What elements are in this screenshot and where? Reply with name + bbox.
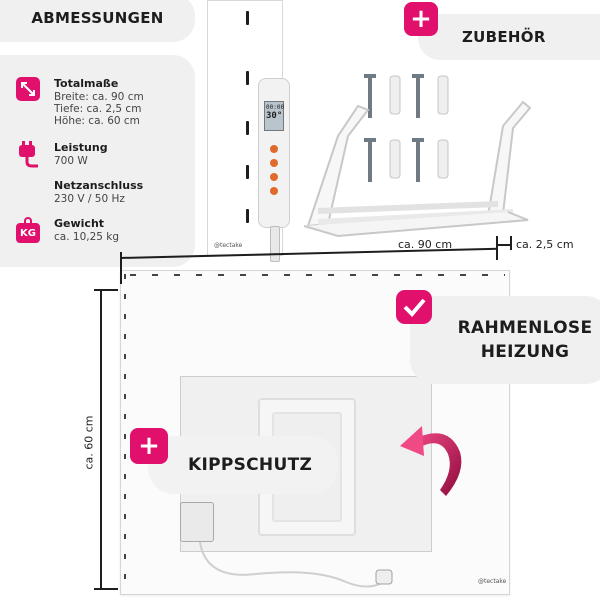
width-dim-tick [496, 236, 498, 260]
brand-label-top: @tectake [214, 242, 243, 249]
spec-depth: Tiefe: ca. 2,5 cm [54, 103, 142, 115]
controller-button [270, 173, 278, 181]
controller-display-temp: 30° [266, 111, 283, 121]
controller-display-time: 00:00 [266, 104, 285, 111]
plus-icon: + [404, 2, 438, 36]
spec-dimensions: Totalmaße Breite: ca. 90 cm Tiefe: ca. 2… [16, 77, 144, 127]
cable [270, 226, 280, 262]
panel-edge-dashes [124, 274, 126, 592]
power-plug-icon [19, 141, 38, 168]
tilt-protection-stand [303, 100, 532, 238]
tilt-protection-pill: KIPPSCHUTZ [148, 436, 338, 494]
specs-card: Totalmaße Breite: ca. 90 cm Tiefe: ca. 2… [0, 55, 195, 267]
width-dim-tick [120, 252, 122, 284]
weight-kg-icon: KG [16, 217, 40, 243]
width-label: ca. 90 cm [398, 238, 453, 251]
accessories-pill: ZUBEHÖR [418, 14, 600, 60]
brand-label-panel: @tectake [478, 578, 507, 585]
height-dim-tick [94, 289, 118, 291]
power-cable [199, 541, 393, 588]
depth-dimension-line [496, 244, 510, 246]
spec-weight-value: ca. 10,25 kg [54, 231, 120, 243]
rotate-arrow-icon [400, 426, 462, 496]
title-pill: ABMESSUNGEN [0, 0, 195, 42]
check-icon [396, 290, 432, 324]
height-dimension-line [100, 290, 102, 590]
tilt-title: KIPPSCHUTZ [188, 455, 313, 475]
spec-power-value: 700 W [54, 155, 88, 167]
frameless-feature-pill: RAHMENLOSE HEIZUNG [410, 296, 600, 384]
spec-power-head: Leistung [54, 141, 108, 154]
height-label: ca. 60 cm [82, 415, 96, 470]
controller-display: 00:00 30° [264, 101, 284, 131]
page-title: ABMESSUNGEN [31, 9, 164, 27]
spec-height: Höhe: ca. 60 cm [54, 115, 140, 127]
frameless-line2: HEIZUNG [480, 342, 570, 362]
connection-box [180, 502, 214, 542]
ruler-diagonal-icon [16, 77, 40, 101]
spec-dimensions-head: Totalmaße [54, 77, 119, 90]
depth-label: ca. 2,5 cm [516, 238, 574, 251]
plus-icon: + [130, 428, 168, 464]
spec-width: Breite: ca. 90 cm [54, 91, 144, 103]
spec-mains-value: 230 V / 50 Hz [54, 193, 125, 205]
screws-and-dowels [364, 74, 449, 182]
frameless-line1: RAHMENLOSE [457, 318, 593, 338]
spec-power: Leistung 700 W [16, 141, 108, 169]
spec-mains: Netzanschluss 230 V / 50 Hz [54, 179, 143, 205]
controller-button [270, 187, 278, 195]
controller-button [270, 159, 278, 167]
spec-weight: KG Gewicht ca. 10,25 kg [16, 217, 119, 243]
weight-kg-icon-text: KG [20, 227, 36, 239]
panel-top-dashes [130, 274, 505, 276]
spec-weight-head: Gewicht [54, 217, 105, 230]
depth-dim-tick [510, 236, 512, 250]
height-dim-tick [94, 588, 118, 590]
controller-button [270, 145, 278, 153]
thermostat-controller: 00:00 30° [258, 78, 290, 228]
spec-mains-head: Netzanschluss [54, 179, 144, 192]
accessories-title: ZUBEHÖR [462, 28, 546, 46]
